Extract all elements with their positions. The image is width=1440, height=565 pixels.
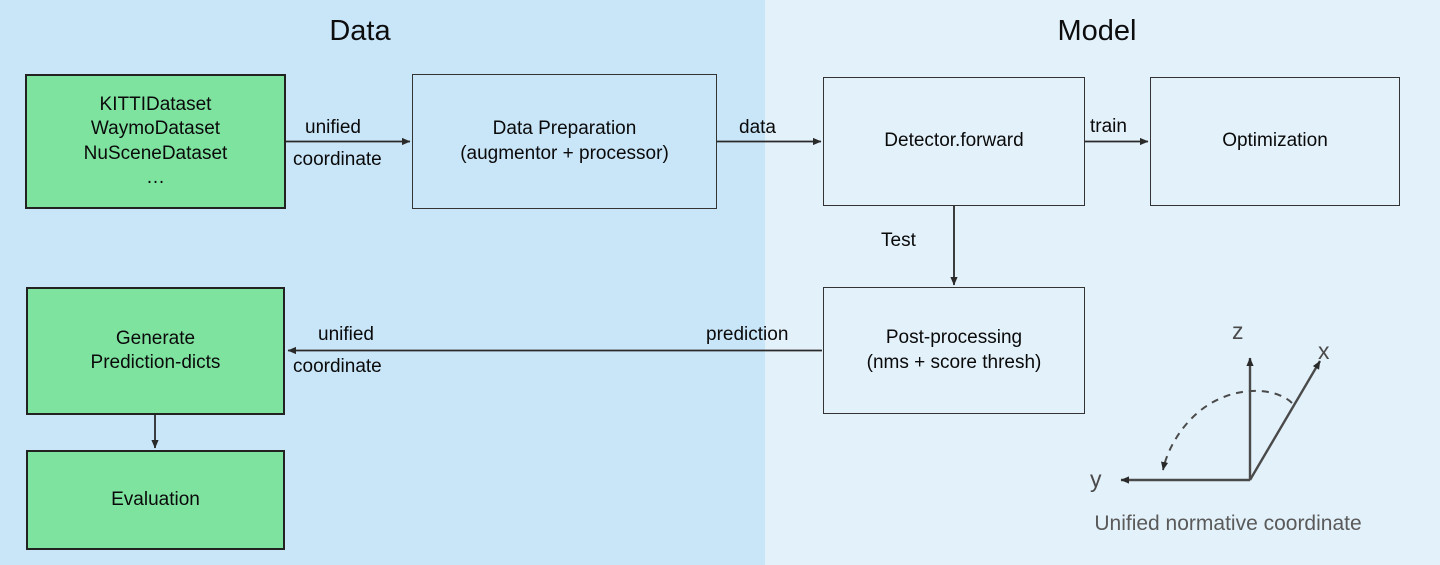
edge-label-unified-bottom: unified bbox=[318, 324, 374, 345]
edge-label-prediction: prediction bbox=[706, 324, 789, 345]
axis-label-z: z bbox=[1232, 318, 1244, 344]
panel-title-model: Model bbox=[1057, 15, 1137, 47]
coordinate-frame-caption: Unified normative coordinate bbox=[1094, 512, 1362, 535]
node-data-preparation[interactable]: Data Preparation (augmentor + processor) bbox=[412, 74, 717, 209]
edge-label-coordinate-top: coordinate bbox=[293, 149, 382, 170]
node-detector-forward[interactable]: Detector.forward bbox=[823, 77, 1085, 206]
axis-label-y: y bbox=[1090, 466, 1102, 492]
edge-label-train: train bbox=[1090, 116, 1127, 137]
edge-label-coordinate-bottom: coordinate bbox=[293, 356, 382, 377]
panel-model-background bbox=[765, 0, 1440, 565]
edge-label-test: Test bbox=[881, 230, 916, 251]
node-optimization[interactable]: Optimization bbox=[1150, 77, 1400, 206]
edge-label-unified-top: unified bbox=[305, 117, 361, 138]
node-evaluation[interactable]: Evaluation bbox=[26, 450, 285, 550]
edge-label-data: data bbox=[739, 117, 776, 138]
node-generate-prediction-dicts[interactable]: Generate Prediction-dicts bbox=[26, 287, 285, 415]
node-datasets[interactable]: KITTIDataset WaymoDataset NuSceneDataset… bbox=[25, 74, 286, 209]
axis-label-x: x bbox=[1318, 338, 1330, 364]
node-post-processing[interactable]: Post-processing (nms + score thresh) bbox=[823, 287, 1085, 414]
panel-title-data: Data bbox=[329, 15, 391, 47]
